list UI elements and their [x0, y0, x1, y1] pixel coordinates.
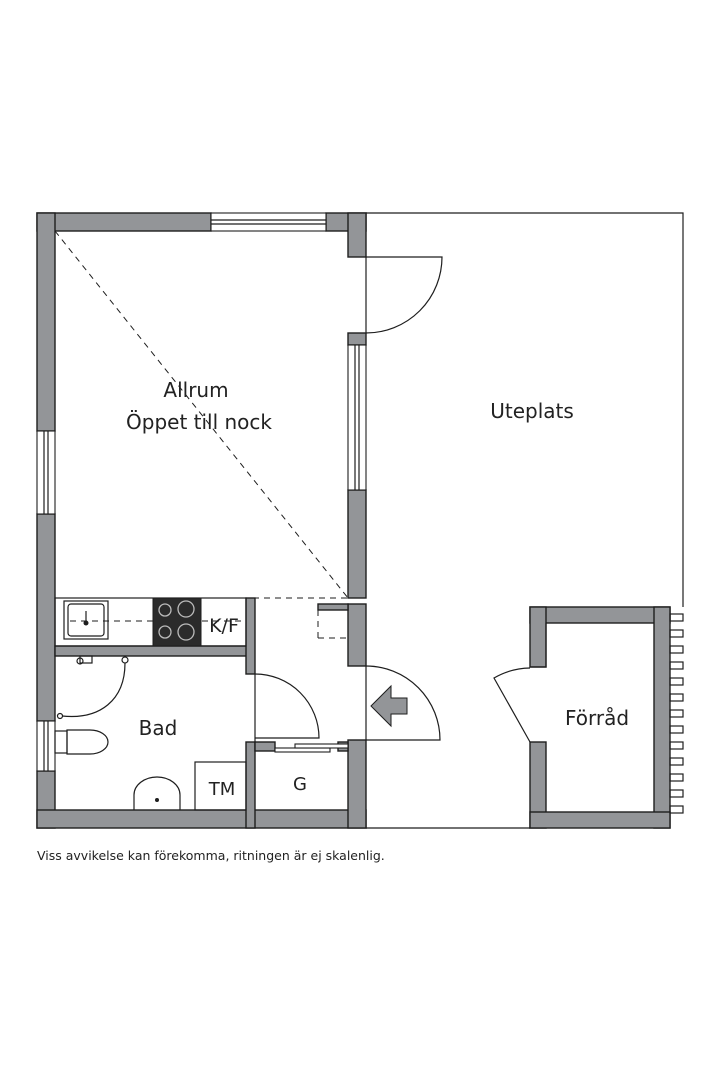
forrad-walls [529, 606, 671, 829]
deck-boards [669, 613, 684, 814]
window-bath [36, 720, 56, 772]
label-uteplats: Uteplats [490, 399, 574, 423]
kitchen-counter [54, 597, 247, 647]
windows [36, 212, 367, 772]
uteplats-outline [366, 212, 684, 607]
window-left [36, 430, 56, 515]
disclaimer-text: Viss avvikelse kan förekomma, ritningen … [37, 848, 385, 863]
label-allrum: Allrum [163, 378, 228, 402]
doors [254, 256, 531, 753]
label-forrad: Förråd [565, 706, 629, 730]
label-oppet-till-nock: Öppet till nock [126, 410, 272, 434]
tm-box [194, 761, 247, 811]
bath-fixtures [54, 655, 247, 811]
window-top [210, 212, 327, 232]
sink-icon [63, 600, 109, 640]
label-g: G [293, 774, 307, 795]
label-tm: TM [208, 779, 236, 800]
label-bad: Bad [139, 716, 178, 740]
house-walls [36, 212, 367, 829]
toilet-icon [54, 729, 109, 755]
entrance-arrow-icon [370, 684, 408, 728]
shower-icon [56, 655, 129, 720]
stove-icon [152, 597, 202, 647]
label-kitchen: K/F [209, 615, 239, 637]
washbasin-icon [133, 776, 181, 810]
dashed-lines [54, 230, 349, 639]
window-right [347, 344, 367, 491]
